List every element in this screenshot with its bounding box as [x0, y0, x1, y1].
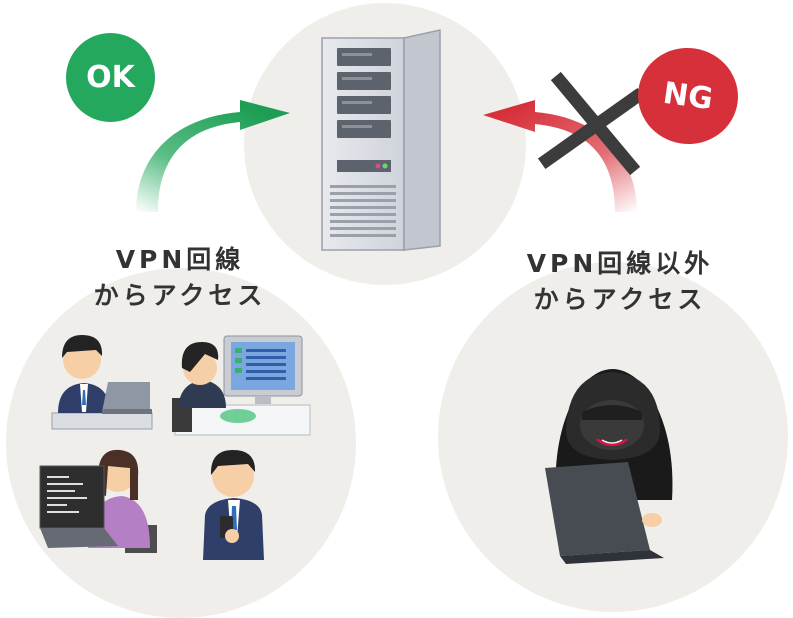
ok-side-circle: [6, 268, 356, 618]
man-laptop-icon: [51, 335, 153, 430]
ok-access-label: VPN回線 からアクセス: [93, 245, 267, 310]
woman-laptop-icon: [39, 449, 157, 553]
ng-access-label: VPN回線以外 からアクセス: [526, 249, 714, 314]
hooded-hacker-icon: [545, 369, 673, 564]
block-cross-icon: [537, 71, 646, 176]
ok-badge-text: OK: [86, 60, 135, 95]
server-tower-icon: [321, 29, 441, 251]
ng-badge-text: NG: [660, 75, 716, 117]
ok-badge: OK: [66, 33, 155, 122]
worker-desktop-icon: [172, 335, 311, 436]
ok-arrow: [136, 100, 290, 212]
ng-arrow: [483, 100, 637, 212]
man-smartphone-icon: [203, 450, 264, 560]
